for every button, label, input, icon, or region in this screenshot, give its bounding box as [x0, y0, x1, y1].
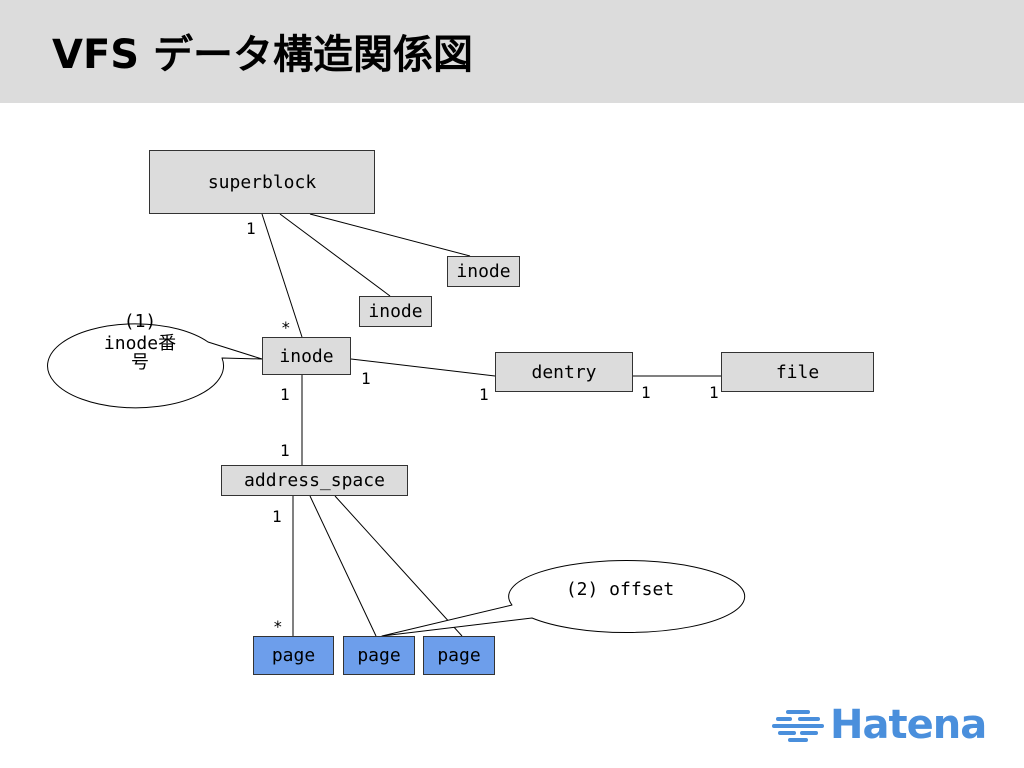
multiplicity-inode-as-side: 1 [280, 385, 290, 404]
multiplicity-dentry-inode-side: 1 [479, 385, 489, 404]
hatena-logo: Hatena [772, 702, 987, 748]
inode-main-label: inode [279, 345, 334, 367]
multiplicity-inode-dentry-side: 1 [361, 369, 371, 388]
superblock-box: superblock [149, 150, 375, 214]
connector-address-space-page-2 [309, 495, 377, 637]
inode-box-main: inode [262, 337, 351, 375]
page-1-label: page [271, 645, 316, 666]
connector-superblock-inode-main [261, 213, 303, 338]
page-box-1: page [253, 636, 334, 675]
title-bar: VFS データ構造関係図 [0, 0, 1024, 103]
multiplicity-as-inode-side: 1 [280, 441, 290, 460]
page-box-3: page [423, 636, 495, 675]
callout-inode-number-bubble [47, 323, 263, 409]
connector-superblock-inode-small-1 [309, 213, 471, 257]
multiplicity-inode-superblock-side: * [281, 318, 291, 337]
multiplicity-page-as-side: * [273, 617, 283, 636]
connector-address-space-page-3 [334, 495, 463, 637]
superblock-label: superblock [207, 171, 317, 193]
multiplicity-as-page-side: 1 [272, 507, 282, 526]
dentry-box: dentry [495, 352, 633, 392]
inode-small-2-label: inode [368, 301, 423, 322]
address-space-box: address_space [221, 465, 408, 496]
callout-inode-number-text: (1) inode番 号 [60, 311, 220, 374]
multiplicity-dentry-file-side: 1 [641, 383, 651, 402]
inode-box-small-2: inode [359, 296, 432, 327]
multiplicity-file-dentry-side: 1 [709, 383, 719, 402]
hatena-logo-icon [772, 710, 824, 742]
connector-superblock-inode-small-2 [279, 213, 391, 297]
page-3-label: page [437, 645, 481, 666]
file-label: file [775, 361, 820, 383]
inode-small-1-label: inode [456, 261, 511, 282]
multiplicity-superblock-side: 1 [246, 219, 256, 238]
callout-inode-number-line-3: 号 [131, 352, 149, 373]
connector-inode-dentry [350, 358, 496, 377]
file-box: file [721, 352, 874, 392]
callout-inode-number-line-2: inode番 [103, 333, 177, 354]
page-2-label: page [357, 645, 401, 666]
callout-offset-text: (2) offset [565, 579, 675, 600]
callout-offset-bubble [381, 560, 746, 637]
address-space-label: address_space [244, 470, 385, 491]
inode-box-small-1: inode [447, 256, 520, 287]
callout-inode-number-line-1: (1) [123, 311, 157, 332]
hatena-logo-text: Hatena [830, 702, 987, 748]
slide-title: VFS データ構造関係図 [52, 32, 474, 78]
page-box-2: page [343, 636, 415, 675]
dentry-label: dentry [531, 361, 597, 383]
